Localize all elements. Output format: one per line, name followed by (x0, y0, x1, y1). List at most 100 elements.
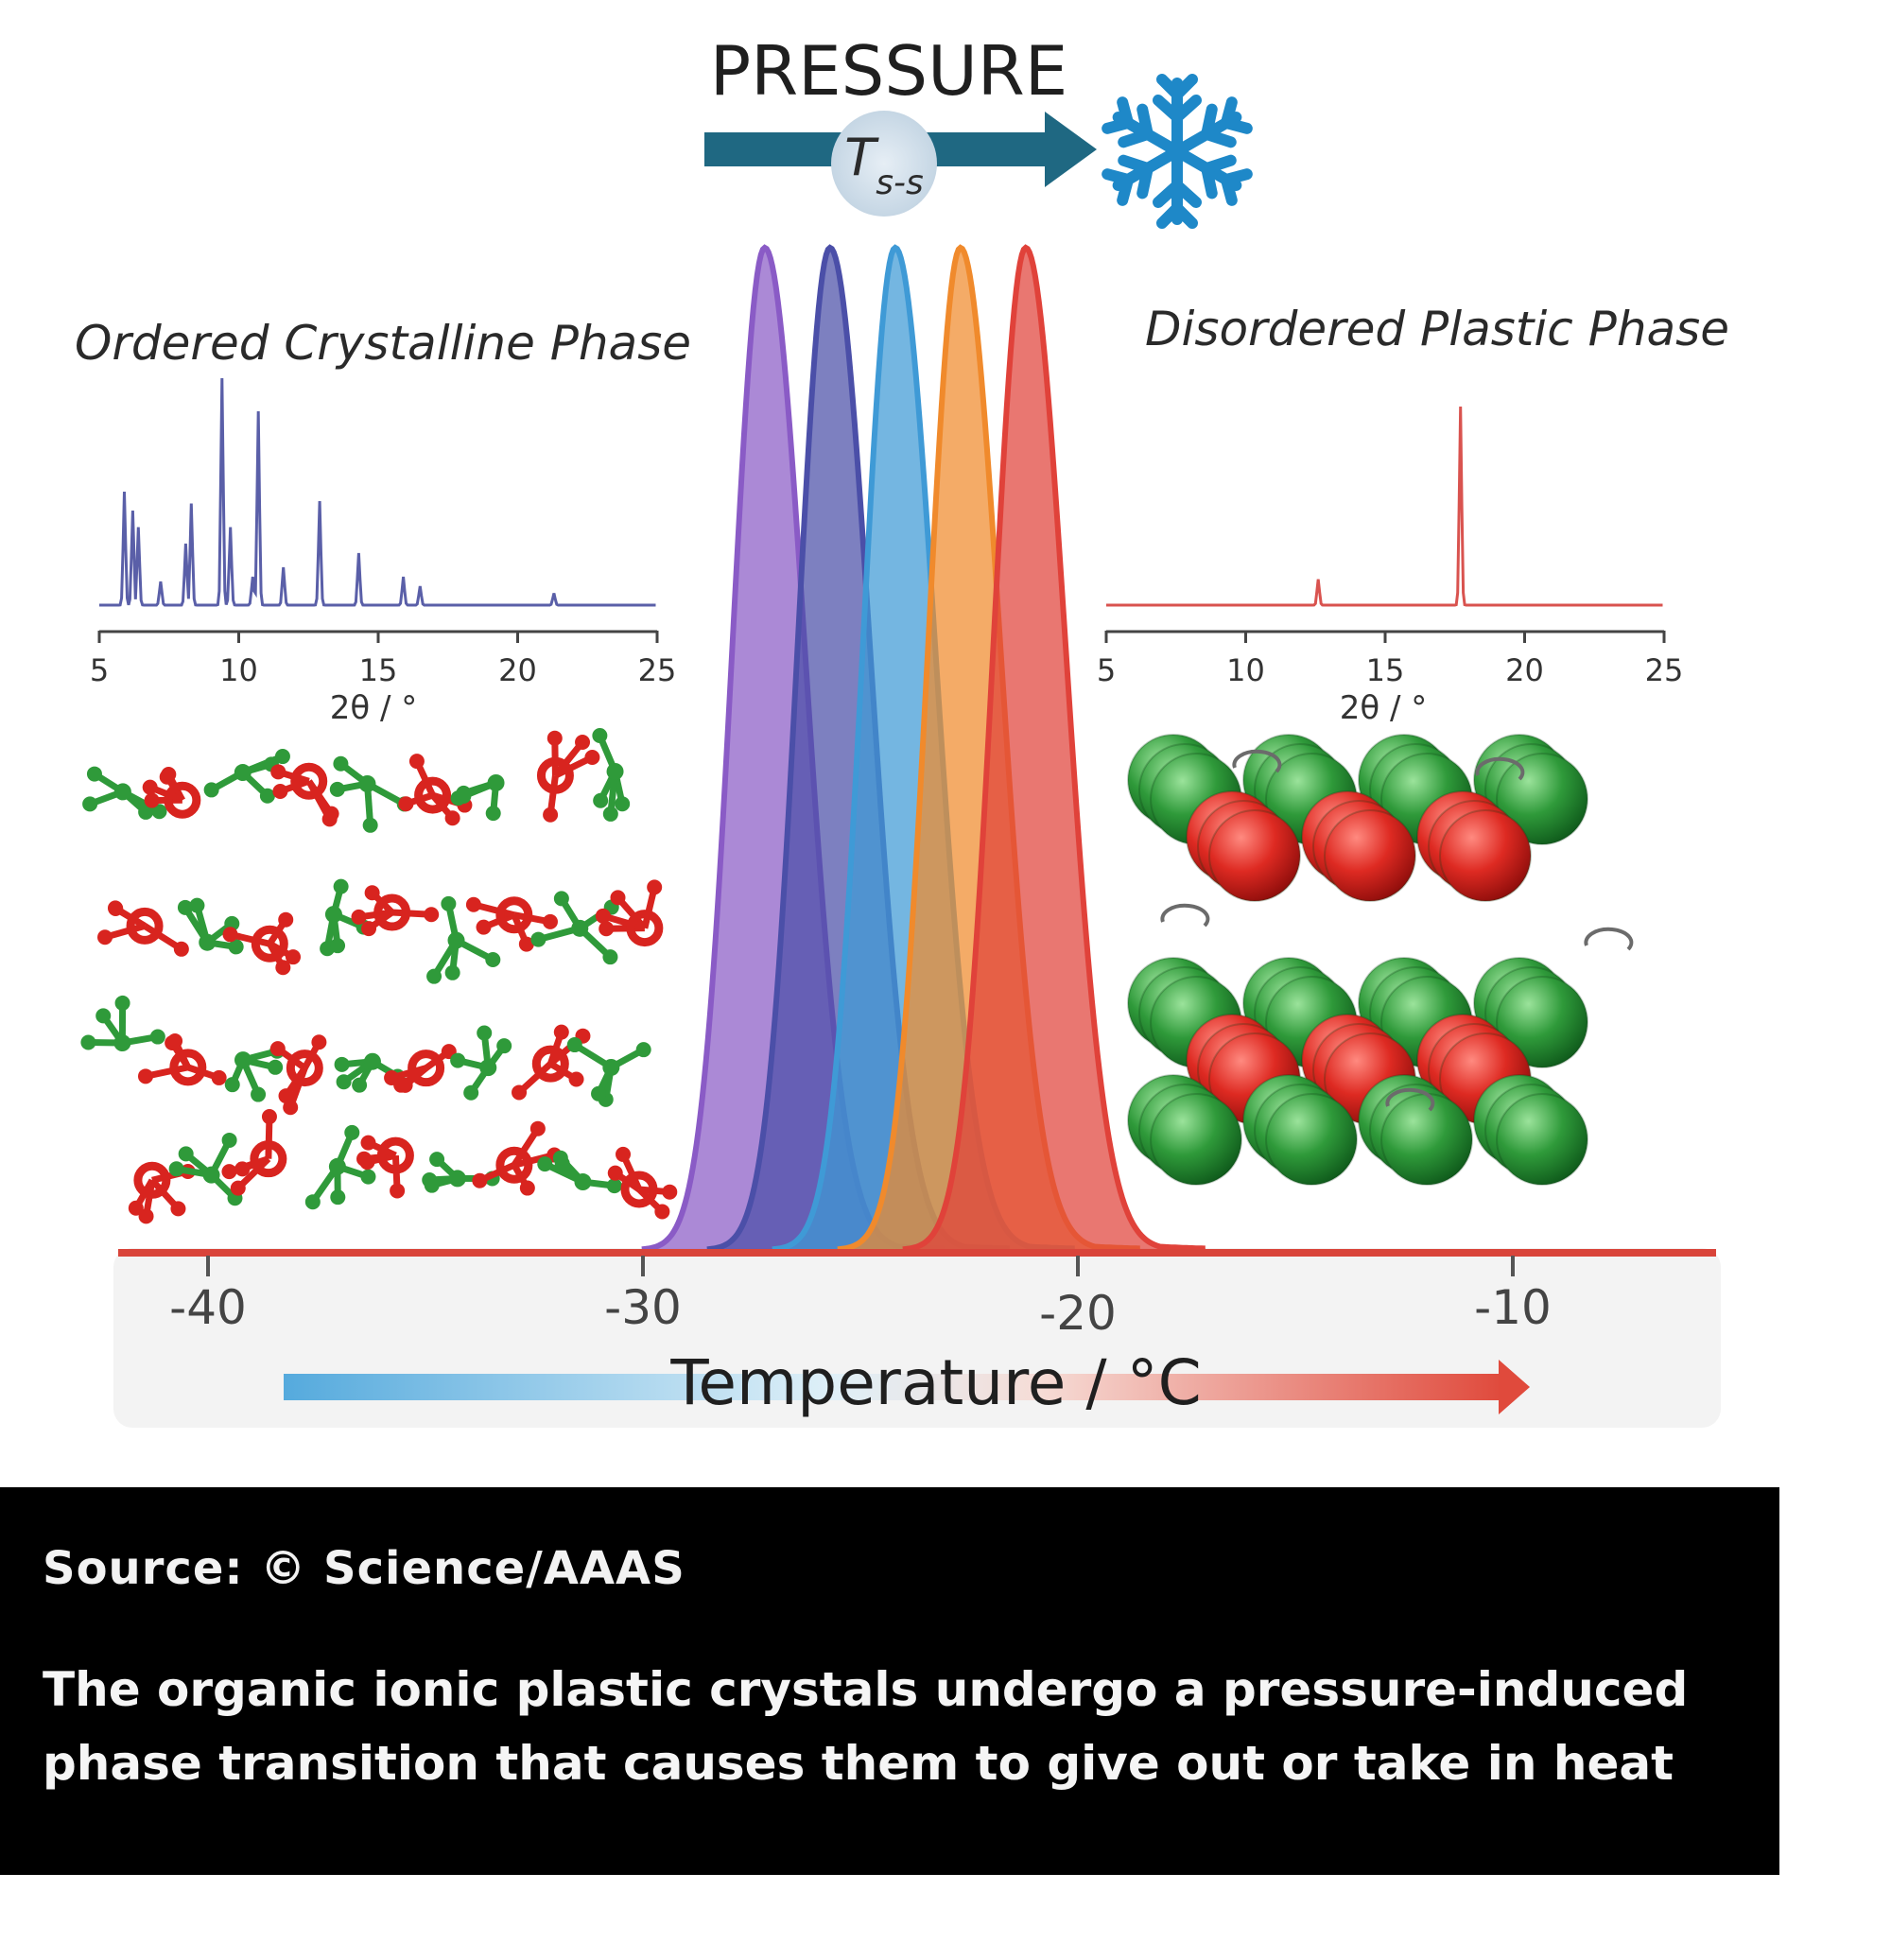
temperature-tick-label: -10 (1474, 1280, 1552, 1335)
atom (599, 921, 615, 937)
atom (485, 951, 501, 967)
atom (364, 885, 380, 901)
atom (429, 1152, 445, 1168)
atom (363, 1052, 381, 1070)
xrd-tick-label: 5 (1097, 652, 1116, 688)
atom (519, 1180, 535, 1196)
xrd-tick-label: 10 (1226, 652, 1265, 688)
atom (447, 931, 465, 949)
atom (456, 785, 472, 801)
atom (351, 909, 367, 925)
ring (408, 1049, 445, 1087)
left-xrd-xlabel: 2θ / ° (330, 689, 418, 727)
atom (189, 897, 205, 913)
atom (222, 927, 238, 943)
atom (311, 1034, 327, 1050)
red-sphere (1324, 809, 1416, 902)
temperature-axis-label: Temperature / °C (669, 1346, 1201, 1419)
atom (274, 749, 290, 765)
left-phase-title: Ordered Crystalline Phase (75, 316, 691, 371)
atom (537, 1156, 553, 1172)
atom (595, 908, 611, 924)
atom (602, 806, 618, 822)
atom (593, 792, 609, 808)
atom (161, 767, 177, 783)
atom (128, 1200, 144, 1216)
red-sphere (1208, 809, 1301, 902)
atom (356, 1151, 373, 1167)
atom (635, 1042, 651, 1058)
ring (620, 1171, 658, 1208)
atom (203, 782, 219, 798)
atom (574, 1173, 592, 1191)
atom (278, 911, 294, 928)
atom (269, 1041, 286, 1057)
atom (360, 1135, 376, 1151)
atom (479, 1059, 497, 1077)
dsc-peak-5 (902, 248, 1206, 1250)
atom (178, 1146, 194, 1162)
atom (518, 936, 534, 952)
atom (352, 1077, 368, 1093)
atom (336, 1074, 352, 1090)
atom (616, 1146, 632, 1162)
dsc-peaks (641, 244, 1206, 1253)
rotation-arrow (1232, 749, 1282, 773)
xrd-tick-label: 5 (90, 652, 109, 688)
atom (286, 949, 302, 965)
atom (82, 796, 98, 812)
atom (553, 1024, 569, 1040)
atom (330, 938, 346, 954)
xrd-tick-label: 20 (1505, 652, 1544, 688)
green-sphere (1150, 1093, 1242, 1186)
atom (530, 931, 546, 947)
atom (137, 1068, 153, 1084)
atom (441, 895, 457, 911)
atom (542, 913, 558, 929)
atom (606, 1178, 622, 1194)
atom (485, 806, 501, 822)
atom (529, 1120, 546, 1136)
right-xrd-xlabel: 2θ / ° (1340, 689, 1428, 727)
atom (177, 899, 193, 915)
atom (329, 781, 345, 797)
green-sphere (1380, 1093, 1473, 1186)
ring (414, 776, 452, 814)
atom (584, 749, 600, 765)
atom (170, 1201, 186, 1217)
atom (487, 773, 505, 791)
atom (472, 1172, 488, 1188)
atom (448, 1170, 466, 1188)
atom (228, 939, 244, 955)
right-xrd-trace (1106, 406, 1663, 607)
atom (324, 906, 342, 924)
ring (495, 1146, 533, 1184)
atom (397, 1077, 413, 1093)
ring (133, 1161, 171, 1199)
atom (259, 788, 275, 804)
atom (234, 1051, 252, 1069)
temperature-arrow (284, 1360, 1530, 1414)
atom (476, 919, 492, 935)
atom (463, 1084, 479, 1101)
ring (536, 756, 574, 794)
atom (304, 1194, 321, 1210)
atom (330, 1189, 346, 1205)
atom (647, 879, 663, 895)
atom (450, 1052, 466, 1068)
phase-transition-figure: PRESSURE Ts-s Ordered Crystalline Phase … (75, 31, 1729, 1428)
xrd-tick-label: 25 (1645, 652, 1684, 688)
atom (610, 890, 626, 906)
atom (606, 762, 624, 780)
rotation-arrow (1160, 903, 1210, 928)
atom (221, 1164, 237, 1180)
atom (568, 1071, 584, 1087)
atom (424, 907, 440, 923)
atom (202, 1166, 220, 1184)
atom (278, 1088, 294, 1104)
atom (114, 995, 130, 1011)
caption-box: Source: © Science/AAAS The organic ionic… (0, 1487, 1779, 1875)
xrd-tick-label: 20 (498, 652, 537, 688)
atom (444, 810, 460, 826)
